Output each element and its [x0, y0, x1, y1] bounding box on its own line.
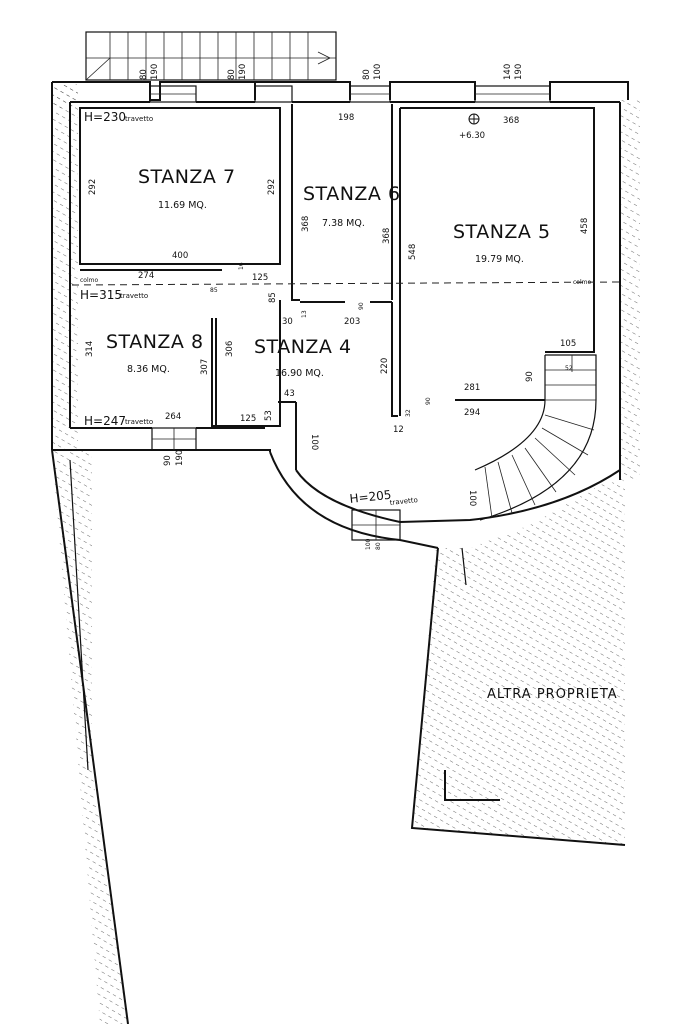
altra-proprieta-border — [410, 547, 626, 846]
dim-bot-w2-b: 80 — [375, 542, 382, 550]
altra-proprieta-label: ALTRA PROPRIETA — [487, 687, 618, 702]
colmo-label-left: colmo — [80, 277, 98, 284]
dim-90-stair: 90 — [525, 371, 535, 382]
dim-306: 306 — [225, 341, 235, 357]
top-stair — [85, 31, 337, 81]
dim-16: 16 — [238, 262, 245, 270]
dim-203: 203 — [344, 317, 360, 327]
right-hatched-strip — [620, 100, 640, 480]
dim-top-w2-b: 190 — [238, 64, 248, 80]
dim-100-left: 100 — [309, 434, 319, 450]
colmo-label-right: colmo — [573, 279, 591, 286]
left-boundary-line — [51, 449, 129, 1024]
dim-125-bot: 125 — [240, 414, 256, 424]
room-area-stanza-8: 8.36 MQ. — [127, 364, 170, 375]
room-area-stanza-6: 7.38 MQ. — [322, 218, 365, 229]
dim-s6-198: 198 — [338, 113, 354, 123]
dim-52: 52 — [565, 365, 573, 372]
height-label-h315: H=315 — [80, 288, 122, 302]
dim-85: 85 — [268, 292, 278, 303]
room-name-stanza-8: STANZA 8 — [106, 331, 204, 353]
dim-53: 53 — [264, 410, 274, 421]
level-marker-icon — [468, 113, 480, 125]
dim-top-w3-b: 100 — [373, 64, 383, 80]
mid-line — [461, 547, 467, 586]
room-name-stanza-5: STANZA 5 — [453, 221, 551, 243]
dim-85-small: 85 — [210, 287, 218, 294]
dim-13: 13 — [301, 310, 308, 318]
dim-s6-368-right: 368 — [382, 228, 392, 244]
height-note-h247: travetto — [125, 418, 153, 426]
dim-281: 281 — [464, 383, 480, 393]
dim-264: 264 — [165, 412, 181, 422]
left-hatched-strip — [52, 84, 128, 1024]
dim-s5-458: 458 — [580, 218, 590, 234]
height-note-h230: travetto — [125, 115, 153, 123]
spiral-stair — [474, 354, 597, 521]
altra-proprieta-zone — [412, 480, 625, 845]
dim-314: 314 — [85, 341, 95, 357]
height-label-h247: H=247 — [84, 414, 126, 428]
stanza-7-walls — [79, 107, 281, 271]
stanza-6-walls — [291, 104, 393, 303]
height-label-h230: H=230 — [84, 110, 126, 124]
dim-307: 307 — [200, 359, 210, 375]
top-left-hatch — [52, 84, 78, 108]
dim-s6-368-left: 368 — [301, 216, 311, 232]
room-name-stanza-7: STANZA 7 — [138, 166, 236, 188]
height-note-h315: travetto — [120, 292, 148, 300]
dim-top-w4-b: 190 — [514, 64, 524, 80]
dim-220: 220 — [380, 358, 390, 374]
level-label: +6.30 — [459, 131, 485, 141]
left-inner-line — [69, 459, 89, 771]
room-area-stanza-7: 11.69 MQ. — [158, 200, 207, 211]
dim-s5-368: 368 — [503, 116, 519, 126]
dim-bot-w1-a: 90 — [163, 455, 173, 466]
dim-bot-w2-a: 100 — [365, 538, 372, 550]
dim-top-w3-a: 80 — [362, 69, 372, 80]
bottom-window — [151, 427, 197, 451]
dim-90-small: 90 — [425, 397, 432, 405]
colmo-line — [71, 281, 621, 286]
dim-105: 105 — [560, 339, 576, 349]
room-name-stanza-4: STANZA 4 — [254, 336, 352, 358]
dim-top-w4-a: 140 — [503, 64, 513, 80]
stanza-8-4-walls — [211, 300, 398, 470]
dim-125-top: 125 — [252, 273, 268, 283]
dim-s7-292-right: 292 — [267, 179, 277, 195]
top-windows — [149, 85, 551, 103]
dim-top-w1-a: 80 — [139, 69, 149, 80]
dim-100-stair: 100 — [467, 490, 477, 506]
dim-274: 274 — [138, 271, 154, 281]
dim-32: 32 — [405, 409, 412, 417]
dim-294: 294 — [464, 408, 480, 418]
dim-s7-292-left: 292 — [88, 179, 98, 195]
dim-43: 43 — [284, 389, 295, 399]
dim-top-w2-a: 80 — [227, 69, 237, 80]
room-area-stanza-5: 19.79 MQ. — [475, 254, 524, 265]
stanza-5-walls — [399, 107, 595, 416]
room-area-stanza-4: 16.90 MQ. — [275, 368, 324, 379]
dim-bot-w1-b: 190 — [175, 450, 185, 466]
dim-s5-548: 548 — [408, 244, 418, 260]
room-name-stanza-6: STANZA 6 — [303, 183, 401, 205]
dim-12: 12 — [393, 425, 404, 435]
inner-corner-mark — [444, 770, 500, 801]
height-note-h205: travetto — [389, 496, 418, 507]
dim-top-w1-b: 190 — [150, 64, 160, 80]
dim-s7-400: 400 — [172, 251, 188, 261]
height-label-h205: H=205 — [349, 488, 392, 506]
curved-wall — [269, 451, 621, 549]
dim-30: 30 — [282, 317, 293, 327]
dim-90-mid: 90 — [358, 302, 365, 310]
